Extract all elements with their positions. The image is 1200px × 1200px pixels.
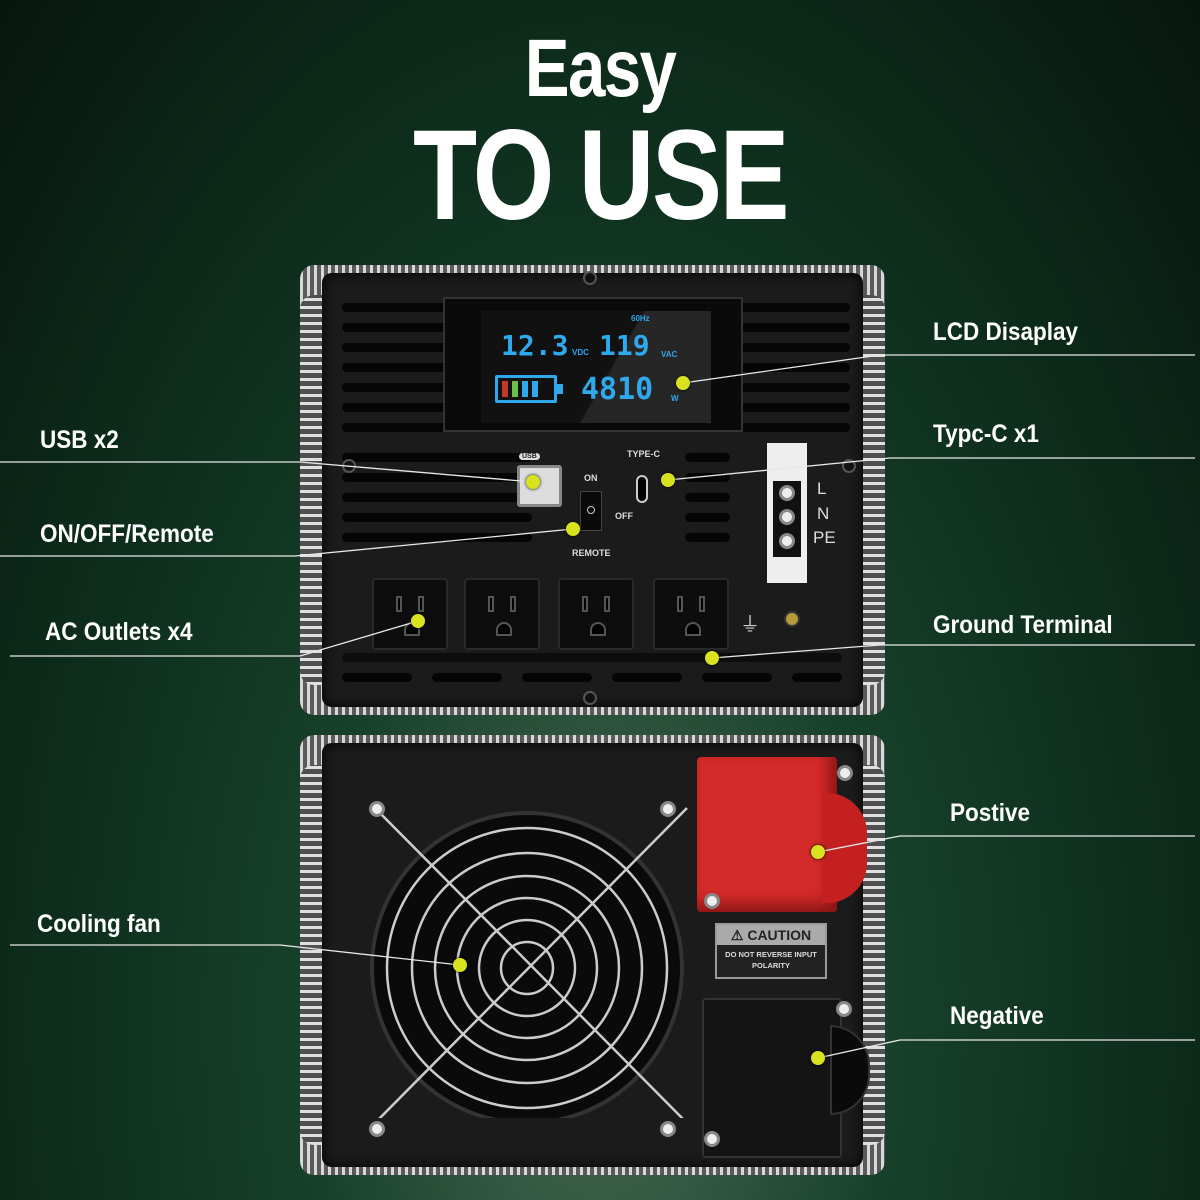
label-positive: Postive xyxy=(950,799,1031,827)
cooling-fan xyxy=(370,807,688,1118)
lcd-display: 60Hz 12.3 VDC 119 VAC 4810 W xyxy=(443,297,743,432)
callout-dot-lcd xyxy=(676,376,690,390)
label-type-c: Typc-C x1 xyxy=(933,420,1039,448)
caution-text: DO NOT REVERSE INPUT POLARITY xyxy=(725,950,817,970)
usb-label: USB xyxy=(519,453,540,460)
label-ac-outlets: AC Outlets x4 xyxy=(45,618,193,646)
label-on-off-remote: ON/OFF/Remote xyxy=(40,520,214,548)
type-c-port[interactable] xyxy=(636,475,648,503)
ground-terminal[interactable] xyxy=(784,611,800,627)
lcd-input-unit: VDC xyxy=(572,348,589,357)
caution-label: ⚠ CAUTION DO NOT REVERSE INPUT POLARITY xyxy=(715,923,827,979)
lcd-output-voltage: 119 xyxy=(599,329,650,362)
callout-dot-negative xyxy=(811,1051,825,1065)
lcd-power-unit: W xyxy=(671,394,679,403)
label-ground-terminal: Ground Terminal xyxy=(933,611,1113,639)
inverter-back-panel: ⚠ CAUTION DO NOT REVERSE INPUT POLARITY xyxy=(300,735,885,1175)
callout-dot-usb xyxy=(526,475,540,489)
remote-label: REMOTE xyxy=(572,548,611,558)
back-body: ⚠ CAUTION DO NOT REVERSE INPUT POLARITY xyxy=(322,743,870,1167)
callout-dot-fan xyxy=(453,958,467,972)
caution-title: CAUTION xyxy=(747,927,812,943)
type-c-label: TYPE-C xyxy=(627,449,661,459)
title-line-1: Easy xyxy=(524,23,677,114)
callout-dot-ground xyxy=(705,651,719,665)
front-body: 60Hz 12.3 VDC 119 VAC 4810 W USB ON OFF … xyxy=(322,271,863,707)
ac-outlet[interactable] xyxy=(464,578,540,650)
title-line-2: TO USE xyxy=(412,104,790,247)
off-label: OFF xyxy=(615,511,633,521)
terminal-n: N xyxy=(817,504,830,523)
terminal-pe: PE xyxy=(813,528,836,547)
callout-dot-switch xyxy=(566,522,580,536)
ac-outlet[interactable] xyxy=(372,578,448,650)
terminal-l: L xyxy=(817,479,827,498)
callout-dot-ac xyxy=(411,614,425,628)
label-usb: USB x2 xyxy=(40,426,119,454)
positive-terminal[interactable] xyxy=(697,757,837,912)
callout-dot-typec xyxy=(661,473,675,487)
ground-symbol-icon: ⏚ xyxy=(740,614,760,636)
lcd-output-unit: VAC xyxy=(661,350,678,359)
positive-terminal-cap xyxy=(822,793,867,903)
ac-outlet[interactable] xyxy=(558,578,634,650)
callout-dot-positive xyxy=(811,845,825,859)
label-lcd-display: LCD Disaplay xyxy=(933,318,1079,346)
usb-ports[interactable] xyxy=(517,465,562,507)
warning-icon: ⚠ xyxy=(730,927,748,943)
inverter-front-panel: 60Hz 12.3 VDC 119 VAC 4810 W USB ON OFF … xyxy=(300,265,885,715)
label-cooling-fan: Cooling fan xyxy=(37,910,161,938)
power-switch[interactable] xyxy=(580,491,602,531)
ac-outlet[interactable] xyxy=(653,578,729,650)
label-negative: Negative xyxy=(950,1002,1044,1030)
lcd-input-voltage: 12.3 xyxy=(501,329,569,362)
lcd-power: 4810 xyxy=(581,372,654,407)
battery-icon xyxy=(495,375,563,403)
on-label: ON xyxy=(584,473,598,483)
lcd-frequency: 60Hz xyxy=(631,314,650,323)
